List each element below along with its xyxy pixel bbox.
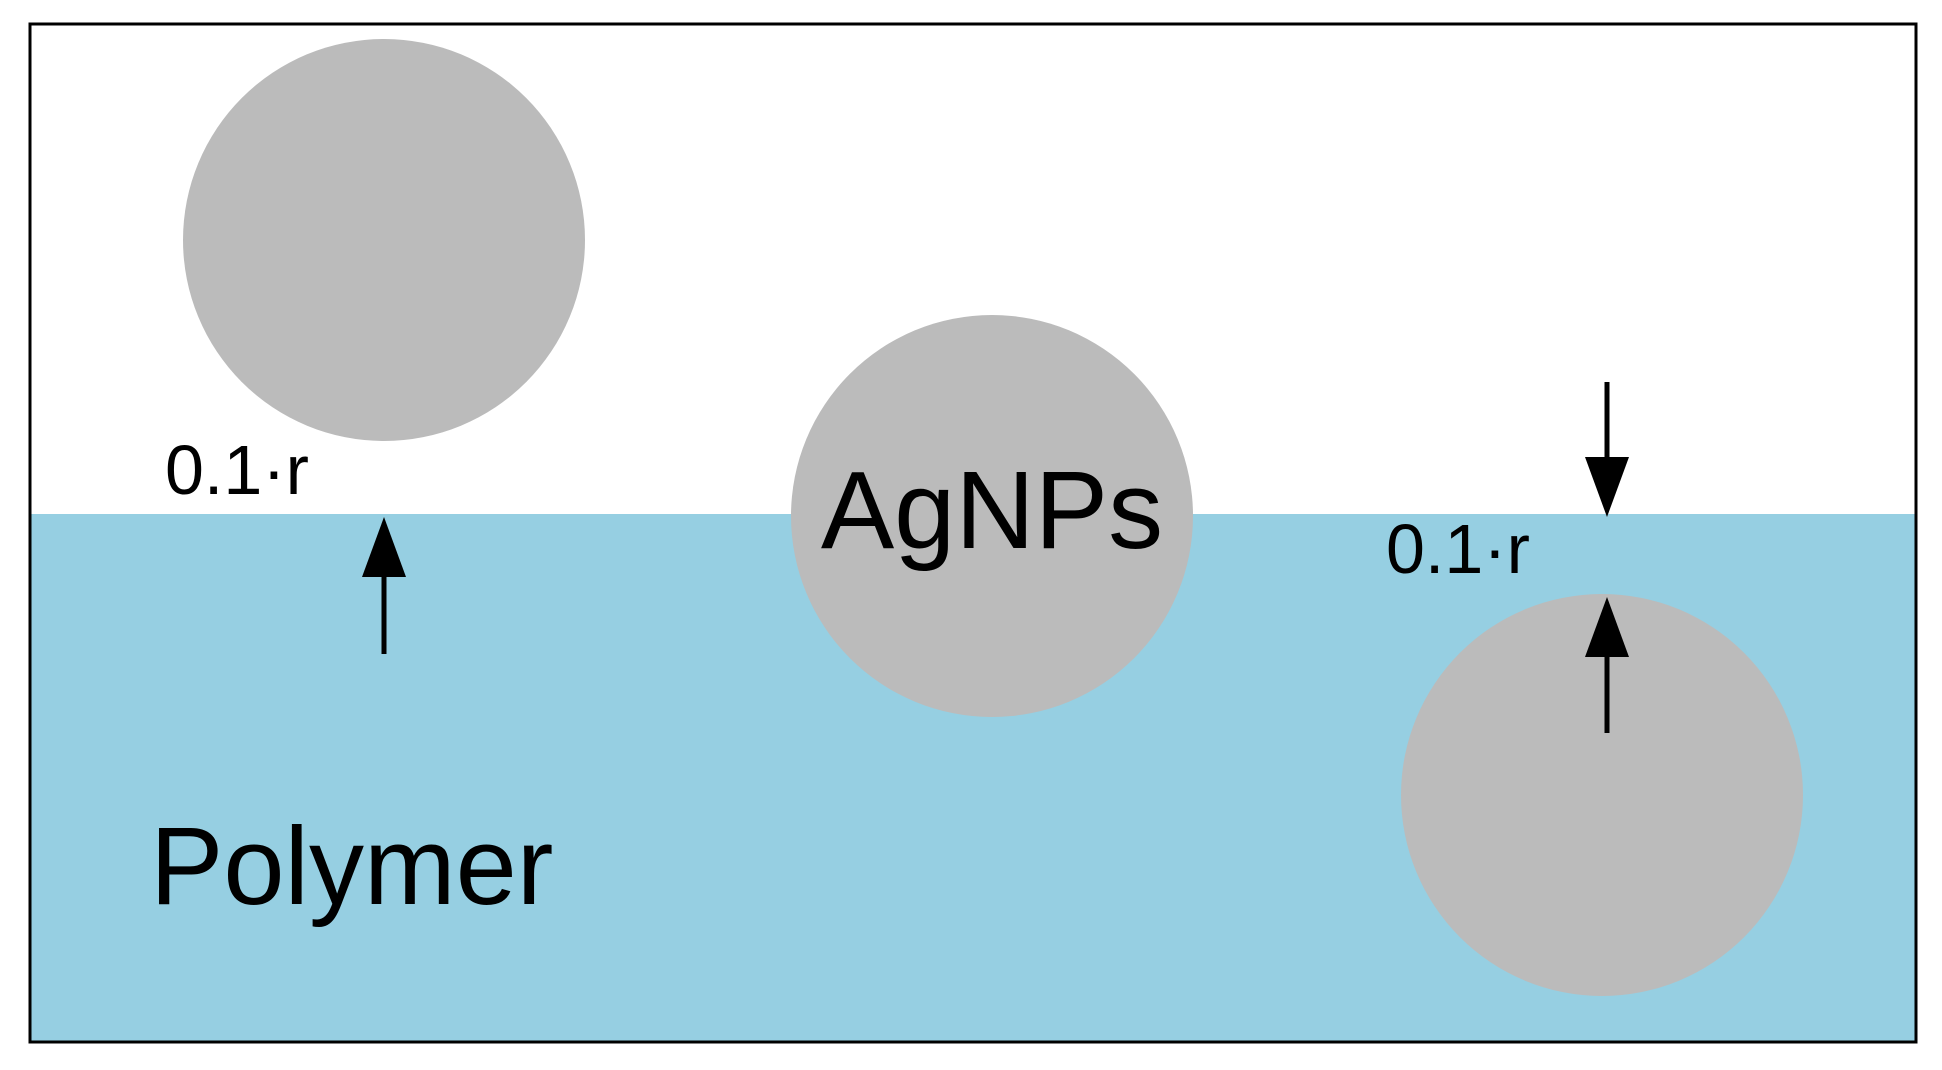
- right-bottom-distance-arrow: [1585, 597, 1629, 733]
- nanoparticle-at-surface: [791, 315, 1193, 717]
- particle-label: AgNPs: [821, 449, 1163, 572]
- left-distance-arrow: [362, 517, 406, 654]
- right-top-arrow-head-icon: [1585, 457, 1629, 517]
- nanoparticle-embedded: [1401, 594, 1803, 996]
- nanoparticle-above-surface: [183, 39, 585, 441]
- left-arrow-head-icon: [362, 517, 406, 577]
- polymer-label: Polymer: [150, 805, 553, 928]
- right-distance-label: 0.1·r: [1386, 510, 1530, 588]
- right-top-distance-arrow: [1585, 382, 1629, 517]
- frame-border: [28, 22, 1918, 1044]
- left-distance-label: 0.1·r: [165, 431, 309, 509]
- right-bottom-arrow-head-icon: [1585, 597, 1629, 657]
